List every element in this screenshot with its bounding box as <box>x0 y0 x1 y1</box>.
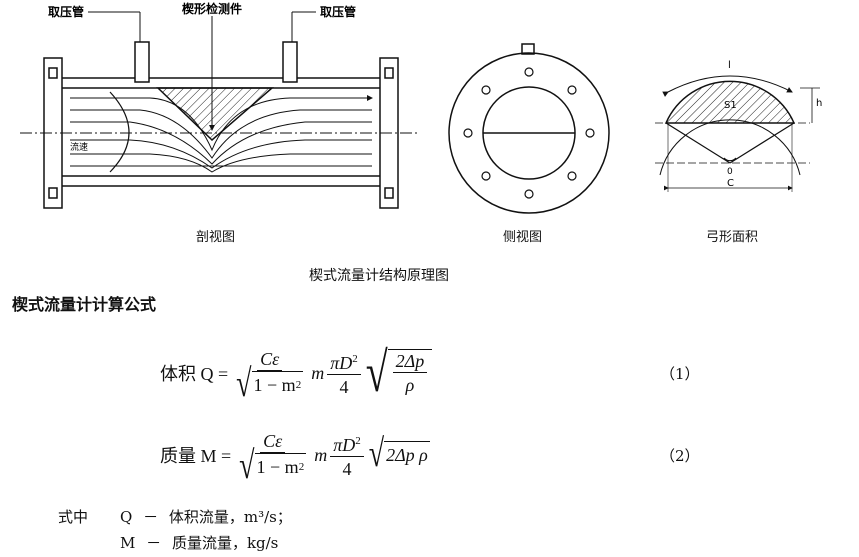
formula2-lhs: 质量 M = <box>160 446 232 466</box>
formula2-root: √ 2Δp ρ <box>368 432 430 476</box>
figure-title: 楔式流量计结构原理图 <box>309 268 449 284</box>
formula2-pi-fraction: πD2 4 <box>330 430 364 481</box>
label-tap-right: 取压管 <box>320 4 356 19</box>
formula1-pi-num: πD <box>330 352 353 373</box>
segment-height-label: h <box>816 98 822 109</box>
formula1-m: m <box>311 362 325 383</box>
legend-row-text: 体积流量，m³/s； <box>168 508 292 526</box>
formula1-number: （1） <box>660 365 700 383</box>
label-wedge: 楔形检测件 <box>182 1 242 16</box>
legend-row: Q － 体积流量，m³/s； <box>120 506 292 527</box>
formula1-root-num: 2Δp <box>392 350 428 373</box>
legend-row: M － 质量流量，kg/s <box>120 532 278 553</box>
formula2-den-text: 1 − m <box>256 457 299 477</box>
formula2-den-exp: 2 <box>298 461 305 473</box>
segment-arc-label: l <box>728 60 731 71</box>
structure-figure: 取压管 楔形检测件 取压管 流速 l <box>20 1 822 214</box>
formula1-root: √ 2Δp ρ <box>366 344 433 400</box>
caption-side: 侧视图 <box>503 230 543 245</box>
legend-row-symbol: Q <box>120 508 133 526</box>
formula2-pi-exp: 2 <box>355 434 361 447</box>
formula2-m: m <box>314 444 328 465</box>
side-view <box>448 43 610 214</box>
label-flow: 流速 <box>70 141 88 153</box>
legend-prefix: 式中 <box>58 508 89 526</box>
formula2-number: （2） <box>660 447 700 465</box>
formula1-pi-exp: 2 <box>352 352 358 365</box>
legend-row-symbol: M <box>120 534 136 552</box>
segment-area-label: S1 <box>724 100 737 111</box>
caption-section: 剖视图 <box>196 230 236 245</box>
legend-row-dash: － <box>143 508 159 526</box>
formula-heading: 楔式流量计计算公式 <box>12 295 157 314</box>
formula1-den-exp: 2 <box>295 379 302 391</box>
formula2-pi-den: 4 <box>342 458 352 479</box>
formula2-pi-num: πD <box>333 434 356 455</box>
section-view <box>20 11 420 209</box>
formula1-pi-fraction: πD2 4 <box>327 348 361 399</box>
formula1-root-den: ρ <box>405 375 415 395</box>
formula1-pi-den: 4 <box>339 376 349 397</box>
formula1-num: Cε <box>257 348 283 371</box>
label-tap-left: 取压管 <box>48 4 84 19</box>
caption-segment: 弓形面积 <box>706 230 759 245</box>
segment-chord-label: C <box>727 178 734 189</box>
segment-view <box>655 75 820 192</box>
formula2-num: Cε <box>260 430 286 453</box>
legend-row-dash: － <box>146 534 162 552</box>
legend-row-text: 质量流量，kg/s <box>171 534 279 552</box>
segment-center-label: 0 <box>727 167 733 177</box>
formula1-lhs: 体积 Q = <box>160 364 229 384</box>
formula2-root-text: 2Δp ρ <box>384 441 430 469</box>
formula1-den-text: 1 − m <box>253 375 296 395</box>
